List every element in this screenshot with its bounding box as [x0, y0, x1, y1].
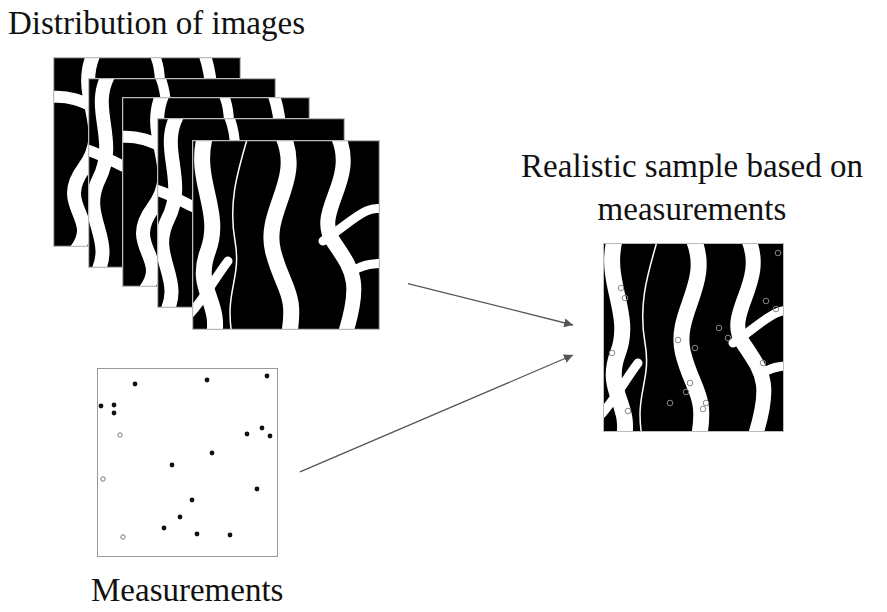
node-label: Measurements — [91, 569, 283, 612]
image-frame — [97, 368, 278, 557]
sample-image: Realistic sample based on measurements — [603, 243, 784, 432]
arrow-connector — [408, 284, 573, 325]
node-label: Realistic sample based on measurements — [502, 145, 882, 231]
image-frame — [192, 140, 380, 330]
image-stack: Distribution of images — [53, 57, 380, 330]
image-frame — [603, 243, 784, 432]
arrow-connector — [300, 355, 573, 472]
image-frame — [192, 140, 380, 330]
node-label: Distribution of images — [8, 2, 305, 45]
measurement-panel: Measurements — [97, 368, 278, 557]
